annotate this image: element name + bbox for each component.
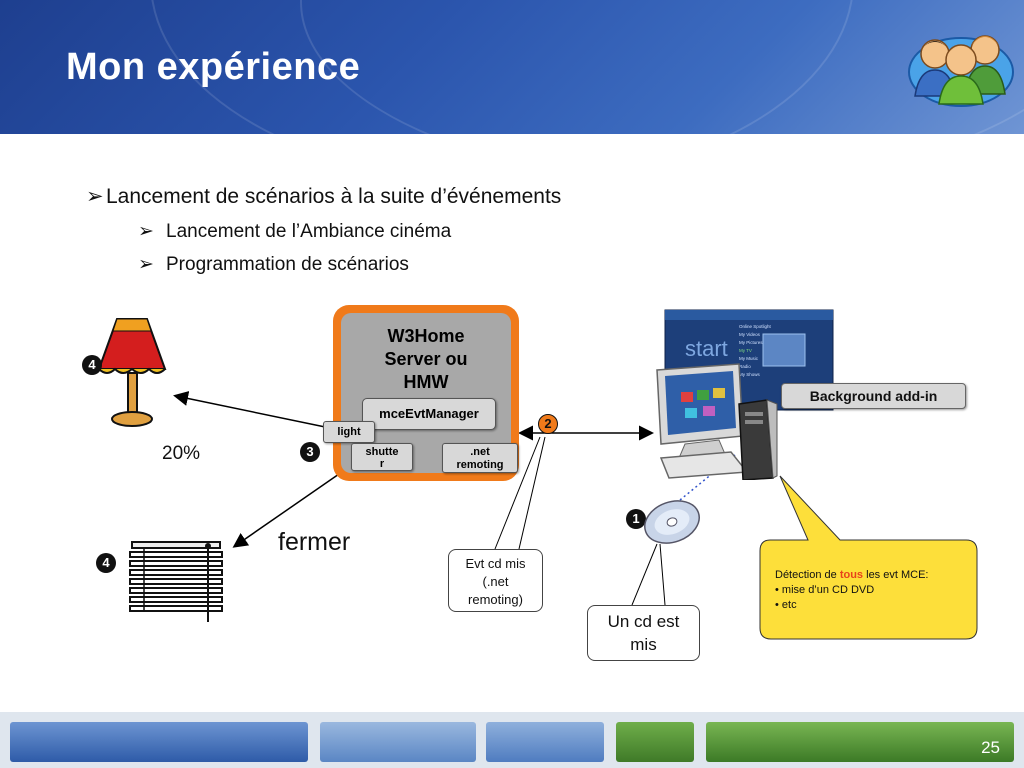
window-blinds-icon [129,541,223,622]
detection-callout [759,475,978,640]
remoting-label-line: remoting [456,459,504,471]
cd-icon [644,500,700,544]
bullet-arrow-icon: ➢ [86,185,104,208]
mce-menu-item: My Pictures [739,340,763,345]
cd-callout-line: Un cd est [607,612,680,631]
detection-highlight: tous [839,569,864,581]
step-badge-1: 1 [626,509,646,529]
shutter-label-line: r [379,458,385,470]
evt-callout-line: (.net [482,574,509,589]
bullet-arrow-icon: ➢ [138,254,154,275]
mce-menu-item: Online Spotlight [739,324,772,329]
bullet-sub-1-text: Lancement de l’Ambiance cinéma [166,221,452,242]
server-title-line: HMW [403,372,449,392]
shutter-label-line: shutte [365,446,399,458]
remoting-label-line: .net [470,446,490,458]
footer-bar-sky [320,722,476,762]
detection-prefix: Détection de [775,569,840,581]
step-badge-3: 3 [300,442,320,462]
slide-header [0,0,1024,134]
server-title-line: Server ou [384,349,468,369]
mce-start-text: start [685,336,728,361]
footer-bar-sky-2 [486,722,604,762]
callout-pointer-evt-1 [494,436,541,550]
bullet-main-text: Lancement de scénarios à la suite d’évén… [106,185,562,208]
lamp-icon [97,318,167,427]
arrow-to-lamp [173,391,331,429]
bullet-sub-2-text: Programmation de scénarios [166,254,409,275]
step-badge-2: 2 [538,414,558,434]
step-badge-4-lamp: 4 [82,355,102,375]
slide-title: Mon expérience [66,46,361,88]
bullet-sub-1: ➢ Lancement de l’Ambiance cinéma [138,220,451,243]
step-badge-4-blinds: 4 [96,553,116,573]
net-remoting-button[interactable]: .net remoting [442,443,518,473]
arrow-to-blinds [232,464,353,548]
evt-callout-line: Evt cd mis [465,556,526,571]
lamp-level-label: 20% [162,443,201,464]
mce-menu-item: My Videos [739,332,761,337]
mce-menu-item: Radio [739,364,751,369]
server-title-line: W3Home [387,326,465,346]
light-button[interactable]: light [323,421,375,443]
detection-suffix: les evt MCE: [863,569,929,581]
footer-bar-blue [10,722,308,762]
detection-item: • mise d’un CD DVD [775,584,875,596]
shutter-action-label: fermer [278,528,351,556]
user-figure-center [938,44,984,105]
background-addin-button[interactable]: Background add-in [781,383,966,409]
evt-callout: Evt cd mis (.net remoting) [448,549,543,612]
callout-pointer-cd-1 [631,543,658,606]
cd-callout: Un cd est mis [587,605,700,661]
mce-menu-item: My TV [739,348,752,353]
computer-icon: start Online Spotlight My Videos My Pict… [656,309,834,480]
bullet-sub-2: ➢ Programmation de scénarios [138,253,409,276]
page-number: 25 [981,738,1000,757]
bullet-arrow-icon: ➢ [138,221,154,242]
callout-pointer-cd-2 [659,543,666,606]
cd-callout-line: mis [630,635,657,654]
mce-menu-item: My Music [739,356,759,361]
footer-bar-grass-2 [706,722,1014,762]
server-title: W3Home Server ou HMW [345,325,507,394]
mce-menu-item: My Shows [739,372,761,377]
shutter-button[interactable]: shutte r [351,443,413,471]
detection-callout-text: Détection de tous les evt MCE: • mise d’… [775,568,975,613]
bullet-main: ➢Lancement de scénarios à la suite d’évé… [86,184,561,209]
callout-pointer-evt-2 [518,436,546,550]
detection-item: • etc [775,599,797,611]
user-figure-left [914,39,956,97]
evt-callout-line: remoting) [468,592,523,607]
detection-callout-heading: Détection de tous les evt MCE: [775,568,975,583]
cd-to-computer-link [679,454,736,501]
footer-bar-grass [616,722,694,762]
users-group-icon [908,35,1014,107]
mce-evt-manager-button[interactable]: mceEvtManager [362,398,496,430]
